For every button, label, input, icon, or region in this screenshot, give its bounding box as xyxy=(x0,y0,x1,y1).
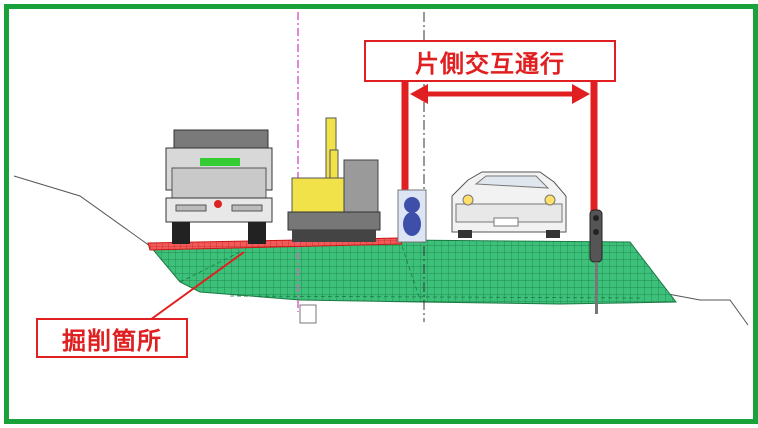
excavator-icon xyxy=(287,117,381,242)
traffic-signal-icon xyxy=(589,209,603,314)
excavation-site-label: 掘削箇所 xyxy=(36,318,188,358)
alternate-traffic-label: 片側交互通行 xyxy=(364,40,616,82)
excavation-pointer xyxy=(149,251,245,321)
embankment-inner-line xyxy=(179,239,641,301)
ground-line-left xyxy=(13,175,151,247)
dump-truck-icon xyxy=(165,129,273,244)
pink-base xyxy=(299,304,317,324)
diagram-frame xyxy=(4,4,758,424)
ground-line-right xyxy=(667,293,749,326)
embankment-area xyxy=(148,239,678,305)
sedan-car-icon xyxy=(451,171,567,238)
arrow-head-left xyxy=(410,84,428,104)
arrow-head-right xyxy=(572,84,590,104)
mascot-icon xyxy=(397,189,427,243)
